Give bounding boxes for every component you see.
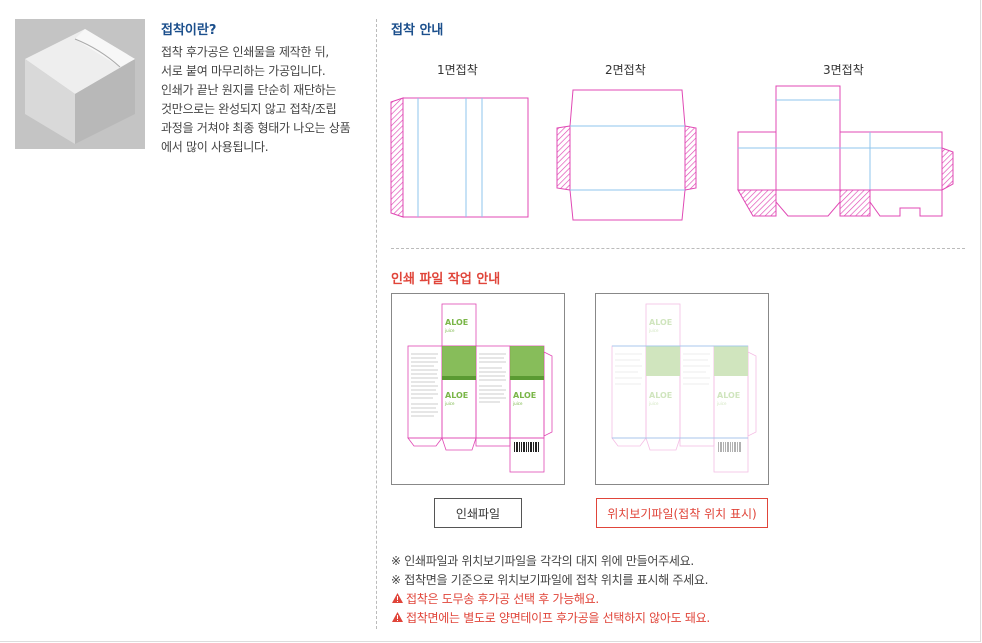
diagram-label-3: 3면접착 <box>823 63 864 77</box>
print-file-dieline: ALOE juice ALOE juice ALOE juice <box>407 303 553 473</box>
intro-description: 접착 후가공은 인쇄물을 제작한 뒤, 서로 붙여 마무리하는 가공입니다. 인… <box>161 43 371 157</box>
intro-line: 서로 붙여 마무리하는 가공입니다. <box>161 64 326 78</box>
brand-sub-text: juice <box>444 401 455 406</box>
notes-list: ※ 인쇄파일과 위치보기파일을 각각의 대지 위에 만들어주세요. ※ 접착면을… <box>391 552 710 628</box>
brand-sub-text: juice <box>716 401 727 406</box>
brand-text: ALOE <box>717 391 740 400</box>
brand-sub-text: juice <box>444 328 455 333</box>
brand-sub-text: juice <box>648 401 659 406</box>
glued-box-photo <box>15 19 145 149</box>
warning-text: 접착면에는 별도로 양면테이프 후가공을 선택하지 않아도 돼요. <box>406 611 710 625</box>
vertical-divider <box>376 19 377 629</box>
warning-icon <box>391 609 403 628</box>
location-file-preview: ALOE juice ALOE juice ALOE juice <box>595 293 769 485</box>
brand-sub-text: juice <box>512 401 523 406</box>
brand-text: ALOE <box>445 391 468 400</box>
box-image <box>15 19 145 149</box>
warning-text: 접착은 도무송 후가공 선택 후 가능해요. <box>406 592 599 606</box>
warning-note: 접착은 도무송 후가공 선택 후 가능해요. <box>391 590 710 609</box>
intro-line: 과정을 거쳐야 최종 형태가 나오는 상품 <box>161 121 351 135</box>
glue-guide-title: 접착 안내 <box>391 23 444 38</box>
intro-line: 것만으로는 완성되지 않고 접착/조립 <box>161 102 337 116</box>
print-guide-title: 인쇄 파일 작업 안내 <box>391 272 501 287</box>
intro-line: 인쇄가 끝난 원지를 단순히 재단하는 <box>161 83 337 97</box>
intro-title: 접착이란? <box>161 23 217 38</box>
diagram-label-1: 1면접착 <box>437 63 478 77</box>
brand-text: ALOE <box>513 391 536 400</box>
brand-text: ALOE <box>445 318 468 327</box>
intro-line: 에서 많이 사용됩니다. <box>161 140 269 154</box>
note-item: ※ 인쇄파일과 위치보기파일을 각각의 대지 위에 만들어주세요. <box>391 554 694 568</box>
location-file-dieline: ALOE juice ALOE juice ALOE juice <box>611 303 757 473</box>
one-side-glue-diagram <box>390 97 529 218</box>
glue-diagrams <box>390 85 954 221</box>
diagram-label-2: 2면접착 <box>605 63 646 77</box>
two-side-glue-diagram <box>556 89 697 221</box>
print-file-button[interactable]: 인쇄파일 <box>434 498 522 528</box>
brand-text: ALOE <box>649 318 672 327</box>
warning-note: 접착면에는 별도로 양면테이프 후가공을 선택하지 않아도 돼요. <box>391 609 710 628</box>
three-side-glue-diagram <box>737 85 954 217</box>
note-item: ※ 접착면을 기준으로 위치보기파일에 접착 위치를 표시해 주세요. <box>391 573 709 587</box>
brand-sub-text: juice <box>648 328 659 333</box>
brand-text: ALOE <box>649 391 672 400</box>
horizontal-divider <box>391 248 965 249</box>
warning-icon <box>391 590 403 609</box>
intro-line: 접착 후가공은 인쇄물을 제작한 뒤, <box>161 45 329 59</box>
print-file-preview: ALOE juice ALOE juice ALOE juice <box>391 293 565 485</box>
location-file-button[interactable]: 위치보기파일(접착 위치 표시) <box>596 498 768 528</box>
